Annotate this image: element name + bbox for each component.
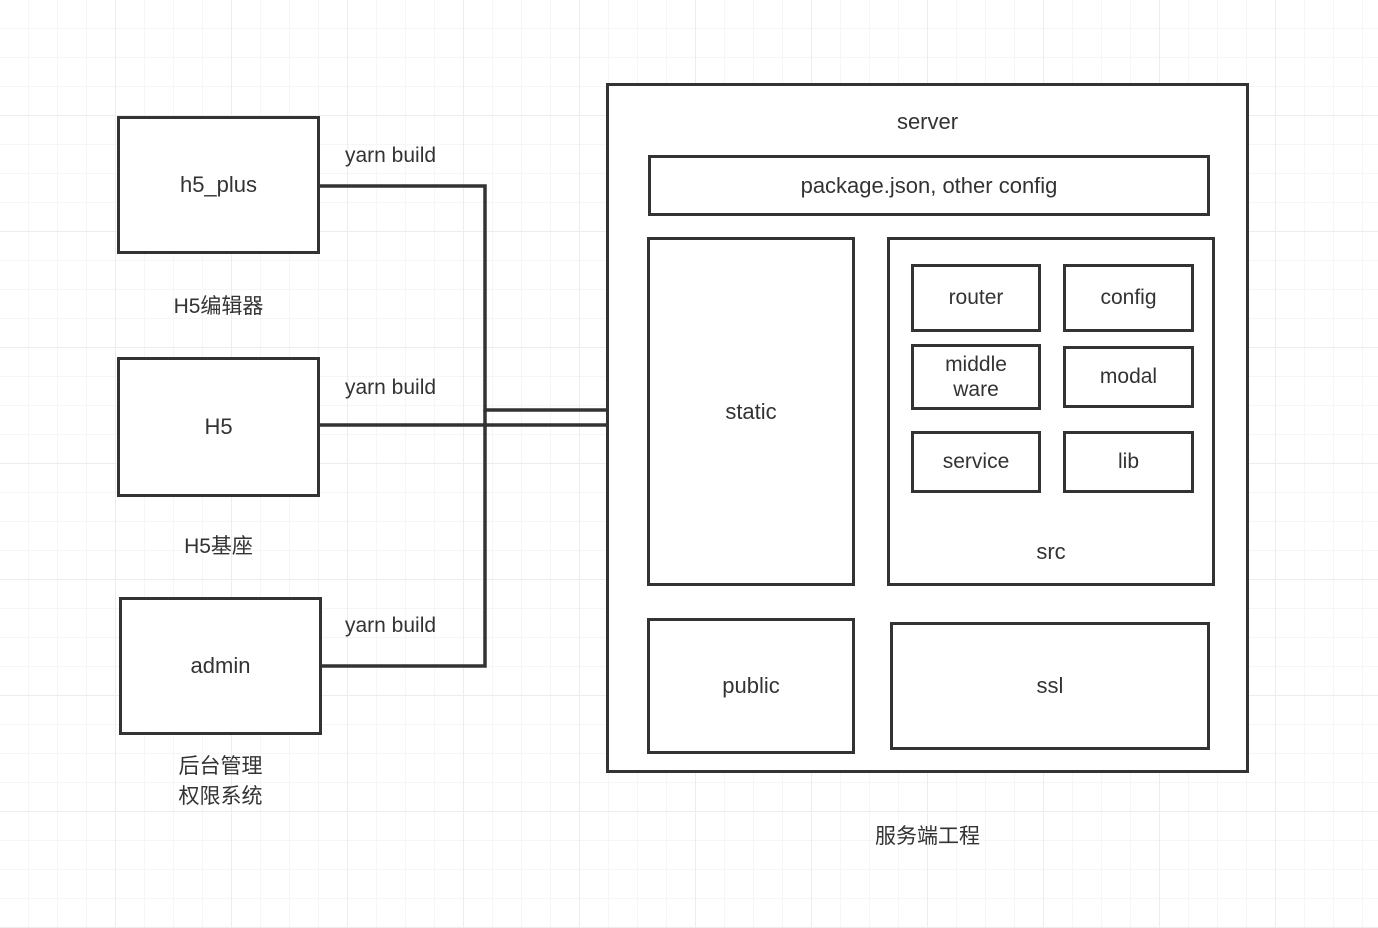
node-h5-plus-label: h5_plus (179, 172, 258, 198)
node-ssl-label: ssl (1036, 673, 1064, 699)
node-src-modal[interactable]: modal (1063, 346, 1194, 408)
caption-admin: 后台管理 权限系统 (178, 755, 263, 808)
node-public[interactable]: public (647, 618, 855, 754)
caption-server-project: 服务端工程 (875, 825, 980, 848)
node-public-label: public (722, 673, 780, 699)
node-h5-label: H5 (204, 414, 233, 440)
node-h5[interactable]: H5 (117, 357, 320, 497)
node-package-config[interactable]: package.json, other config (648, 155, 1210, 216)
edge-label-h5-plus-build: yarn build (345, 144, 437, 167)
node-src-lib[interactable]: lib (1063, 431, 1194, 493)
node-package-config-label: package.json, other config (800, 172, 1058, 198)
node-src-config[interactable]: config (1063, 264, 1194, 332)
node-admin[interactable]: admin (119, 597, 322, 735)
node-src-middleware[interactable]: middle ware (911, 344, 1041, 410)
edge-label-h5-build: yarn build (345, 376, 437, 399)
node-static-label: static (725, 398, 777, 424)
node-src-router[interactable]: router (911, 264, 1041, 332)
caption-h5-plus: H5编辑器 (173, 295, 264, 318)
server-title: server (896, 109, 959, 134)
node-admin-label: admin (190, 653, 251, 679)
node-src-service[interactable]: service (911, 431, 1041, 493)
caption-h5: H5基座 (184, 535, 253, 558)
node-ssl[interactable]: ssl (890, 622, 1210, 750)
node-h5-plus[interactable]: h5_plus (117, 116, 320, 254)
node-static[interactable]: static (647, 237, 855, 586)
edge-label-admin-build: yarn build (345, 614, 437, 637)
src-title: src (1036, 538, 1066, 564)
